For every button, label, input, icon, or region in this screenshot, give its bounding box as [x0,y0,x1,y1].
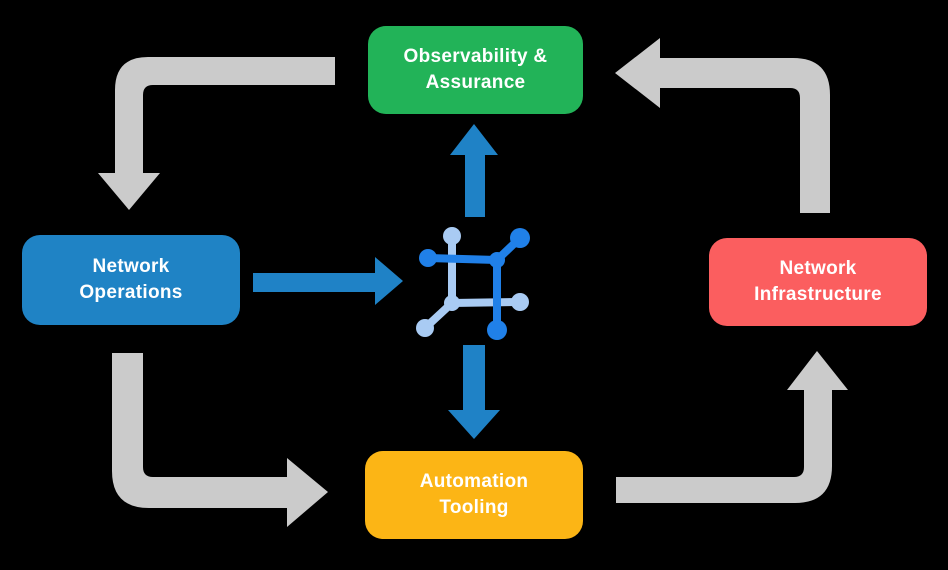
node-label-line: Observability & [403,45,548,67]
arrow-netops-to-automation [112,353,328,527]
node-network-infrastructure: Network Infrastructure [709,238,927,326]
arrow-netops-to-center [253,257,403,305]
node-automation-tooling: Automation Tooling [365,451,583,539]
arrow-automation-to-netinfra [616,351,848,503]
node-observability-assurance: Observability & Assurance [368,26,583,114]
node-label-line: Automation [419,470,529,492]
node-label-line: Network [779,257,857,279]
arrow-observability-to-netops [98,57,335,210]
node-label-line: Operations [79,282,183,303]
node-label-line: Assurance [425,72,526,93]
node-label-line: Infrastructure [754,284,882,305]
node-label-line: Tooling [439,497,509,518]
network-automation-icon [416,227,530,340]
arrow-center-to-automation [448,345,500,439]
node-network-operations: Network Operations [22,235,240,325]
node-label-line: Network [92,255,170,277]
arrow-netinfra-to-observability [615,38,830,213]
arrow-center-to-observability [450,124,498,217]
